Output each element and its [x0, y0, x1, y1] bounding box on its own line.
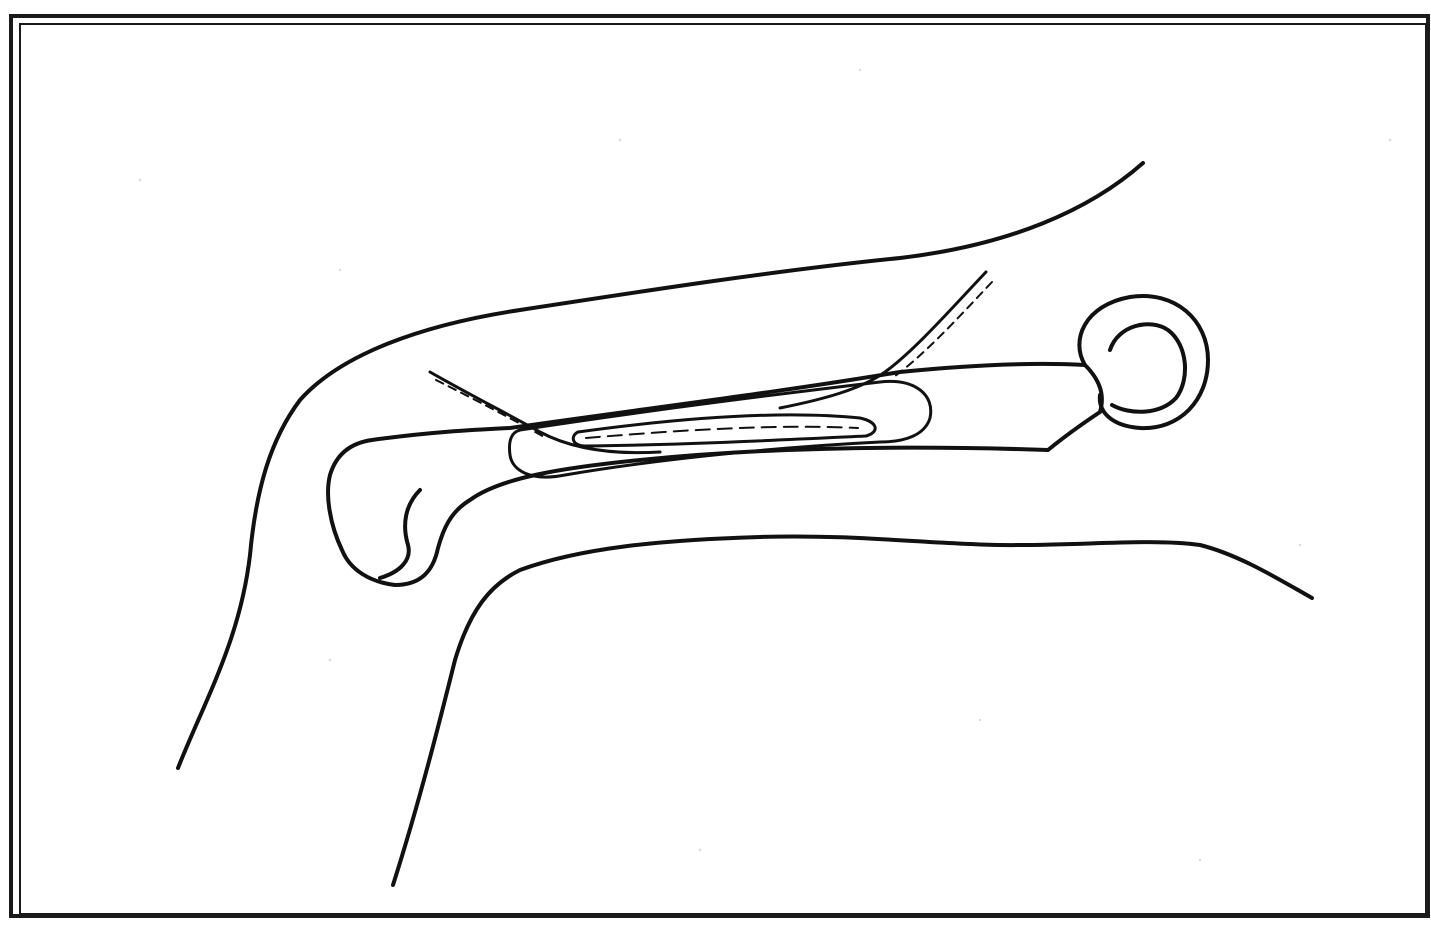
speckle-dot — [699, 849, 702, 852]
bone-condyle-notch — [380, 490, 420, 578]
limb-upper-contour — [178, 163, 1143, 768]
limb-outline — [178, 163, 1312, 885]
suture-strand-right-dashed — [895, 282, 992, 376]
speckle-dot — [1299, 544, 1301, 546]
bone-shaft-outline — [328, 364, 1102, 585]
figure-frame — [11, 16, 1428, 916]
frame-outer-border — [11, 16, 1428, 916]
speckle-dot — [859, 69, 861, 71]
plate-inner-line — [586, 427, 858, 438]
bone-head-inner — [1110, 324, 1185, 412]
plate-body — [573, 415, 875, 446]
frame-inner-border — [20, 24, 1426, 914]
limb-lower-contour — [393, 536, 1312, 885]
speckle-dot — [1199, 859, 1201, 861]
speckle-dot — [979, 719, 982, 722]
paper-speckle — [139, 69, 1392, 861]
speckle-dot — [139, 179, 142, 182]
speckle-dot — [619, 139, 622, 142]
speckle-dot — [339, 269, 341, 271]
speckle-dot — [1389, 139, 1392, 142]
speckle-dot — [329, 659, 332, 662]
bone-head-outer — [1079, 296, 1208, 428]
